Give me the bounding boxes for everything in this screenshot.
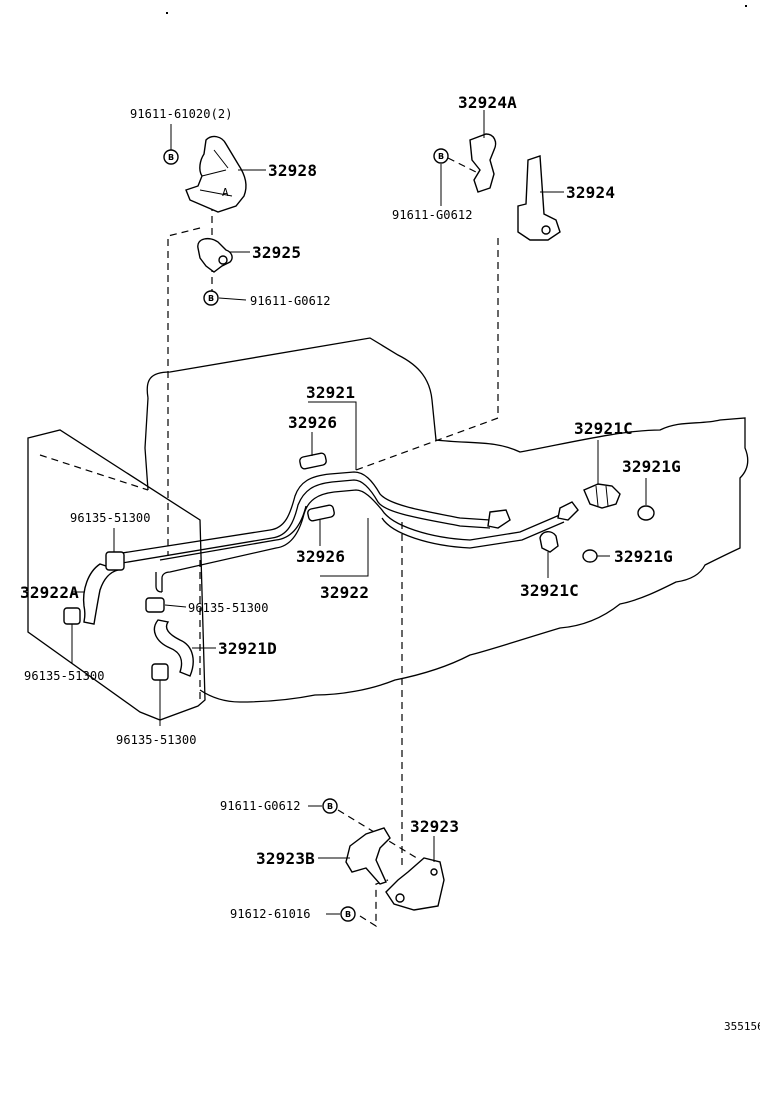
- svg-text:B: B: [168, 153, 174, 162]
- label-32924: 32924: [566, 183, 615, 202]
- alignment-line-32924: [355, 238, 499, 471]
- label-32921c-top: 32921C: [574, 419, 633, 438]
- clamp-32924a: [469, 133, 497, 193]
- svg-text:B: B: [438, 152, 444, 161]
- frame-rail-outline: [27, 429, 206, 721]
- label-32921g-bottom: 32921G: [614, 547, 673, 566]
- label-96135-d: 96135-51300: [116, 733, 197, 747]
- pipe-fitting-end-1: [487, 509, 511, 529]
- union-32921c-bottom: [539, 531, 559, 553]
- label-91611-g0612-a: 91611-G0612: [250, 294, 331, 308]
- speck: [166, 12, 168, 14]
- bracket-32924-hole: [541, 225, 551, 235]
- o-ring-32921g-bottom: [582, 549, 598, 563]
- bracket-32928-mark: A: [222, 186, 229, 199]
- fuel-pipe-bundle: [121, 471, 579, 593]
- label-32924a: 32924A: [458, 93, 517, 112]
- alignment-line-top-left: [167, 227, 201, 556]
- label-96135-c: 96135-51300: [24, 669, 105, 683]
- bracket-32928-detail: [199, 149, 233, 197]
- label-32926-top: 32926: [288, 413, 337, 432]
- fuel-pipe-2: [121, 479, 491, 564]
- union-32921c-top: [583, 483, 621, 509]
- leader-lines: [71, 110, 647, 915]
- diagram-reference-number: 355156: [724, 1020, 760, 1033]
- hose-32922a: [82, 563, 121, 625]
- bracket-32923: [385, 857, 445, 911]
- alignment-line-frame: [39, 454, 149, 491]
- hose-clamp-96135-b: [145, 597, 165, 613]
- hose-clamp-96135-c: [63, 607, 81, 625]
- body-panel-left-edge: [144, 397, 149, 491]
- fuel-pipe-4: [159, 505, 565, 561]
- bracket-32924: [517, 155, 561, 241]
- label-32921c-bottom: 32921C: [520, 581, 579, 600]
- speck: [745, 5, 747, 7]
- union-32921c-top-detail: [595, 485, 609, 507]
- label-96135-a: 96135-51300: [70, 511, 151, 525]
- label-91611-g0612-b: 91611-G0612: [392, 208, 473, 222]
- bracket-32928: [185, 135, 247, 213]
- bolt-symbol-91611-g0612-c: B: [322, 798, 338, 814]
- hose-32921d: [153, 619, 194, 677]
- label-91611-g0612-c: 91611-G0612: [220, 799, 301, 813]
- bracket-32923-hole: [395, 893, 405, 903]
- o-ring-32921g-top: [637, 505, 655, 521]
- bracket-32923-hole-2: [430, 868, 438, 876]
- hose-sleeve-32926-bottom: [307, 504, 335, 522]
- label-32922: 32922: [320, 583, 369, 602]
- alignment-line-bolt-32923b: [359, 879, 389, 928]
- label-32923: 32923: [410, 817, 459, 836]
- bolt-symbol-91611-61020: B: [163, 149, 179, 165]
- svg-text:B: B: [208, 294, 214, 303]
- label-32923b: 32923B: [256, 849, 315, 868]
- clamp-32925: [197, 237, 233, 273]
- label-32921g-top: 32921G: [622, 457, 681, 476]
- label-32921: 32921: [306, 383, 355, 402]
- clamp-32925-hole: [218, 255, 228, 265]
- hose-sleeve-32926-top: [299, 452, 327, 470]
- hose-clamp-96135-d: [151, 663, 169, 681]
- bolt-symbol-91611-g0612-b: B: [433, 148, 449, 164]
- label-32928: 32928: [268, 161, 317, 180]
- bolt-symbol-91612-61016: B: [340, 906, 356, 922]
- svg-text:B: B: [327, 802, 333, 811]
- label-32925: 32925: [252, 243, 301, 262]
- pipe-fitting-end-2: [557, 501, 579, 521]
- label-96135-b: 96135-51300: [188, 601, 269, 615]
- label-91612-61016: 91612-61016: [230, 907, 311, 921]
- bolt-symbol-91611-g0612-a: B: [203, 290, 219, 306]
- hose-clamp-96135-a: [105, 551, 125, 571]
- fuel-pipe-3: [155, 489, 563, 593]
- svg-text:B: B: [345, 910, 351, 919]
- label-32921d: 32921D: [218, 639, 277, 658]
- label-32926-bottom: 32926: [296, 547, 345, 566]
- fuel-pipe-1: [121, 471, 491, 554]
- label-91611-61020: 91611-61020(2): [130, 107, 233, 121]
- label-32922a: 32922A: [20, 583, 79, 602]
- body-panel-outline: [146, 337, 749, 703]
- clamp-32923b: [345, 827, 391, 885]
